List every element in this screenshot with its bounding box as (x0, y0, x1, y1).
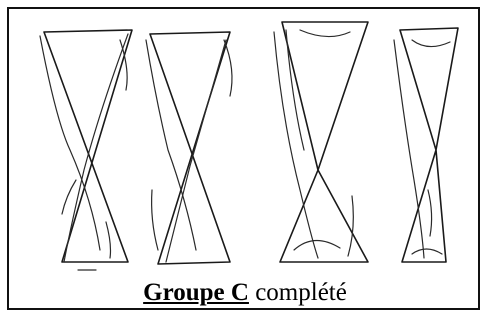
status-text: complété (255, 279, 347, 306)
figure-caption: Groupe C complété (0, 278, 490, 308)
hourglass-sketch-1 (40, 30, 132, 262)
hourglass-sketch-2 (146, 32, 232, 264)
group-label: Groupe C (143, 279, 249, 306)
hourglass-sketch-3 (274, 22, 368, 262)
hourglass-sketch-4 (394, 28, 458, 262)
